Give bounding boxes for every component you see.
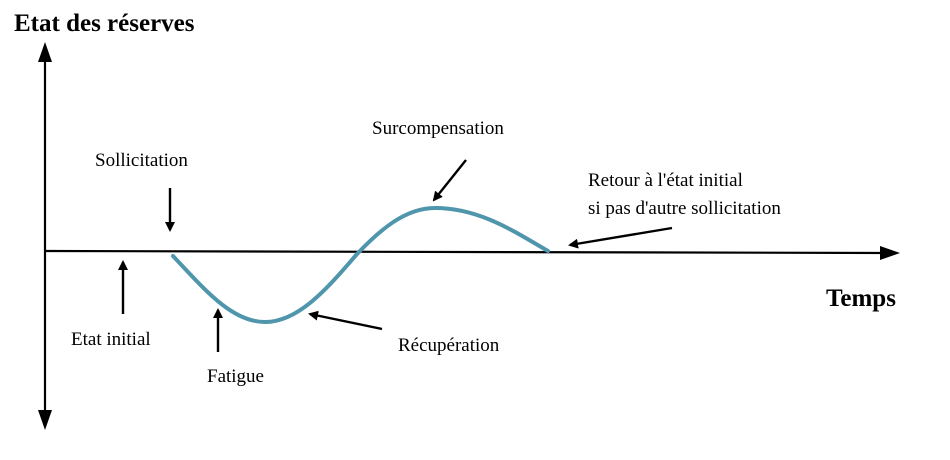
retour-arrow — [568, 226, 673, 249]
fatigue-label: Fatigue — [207, 366, 264, 387]
surcompensation-label: Surcompensation — [372, 118, 504, 139]
retour-label-line1: Retour à l'état initial — [588, 170, 743, 191]
retour-label-line2: si pas d'autre sollicitation — [588, 198, 781, 219]
x-axis-arrow — [880, 246, 900, 260]
surcompensation-arrow — [432, 159, 467, 202]
recuperation-label: Récupération — [398, 335, 500, 356]
x-axis — [44, 249, 891, 255]
etat-initial-label: Etat initial — [71, 329, 151, 350]
y-axis-title: Etat des réserves — [14, 10, 195, 37]
sollicitation-label: Sollicitation — [95, 150, 188, 171]
reserve-curve — [171, 205, 550, 325]
recuperation-arrow — [308, 310, 383, 331]
x-axis-title: Temps — [826, 285, 896, 312]
y-axis-arrow-down — [38, 410, 52, 430]
y-axis-arrow-up — [38, 42, 52, 62]
